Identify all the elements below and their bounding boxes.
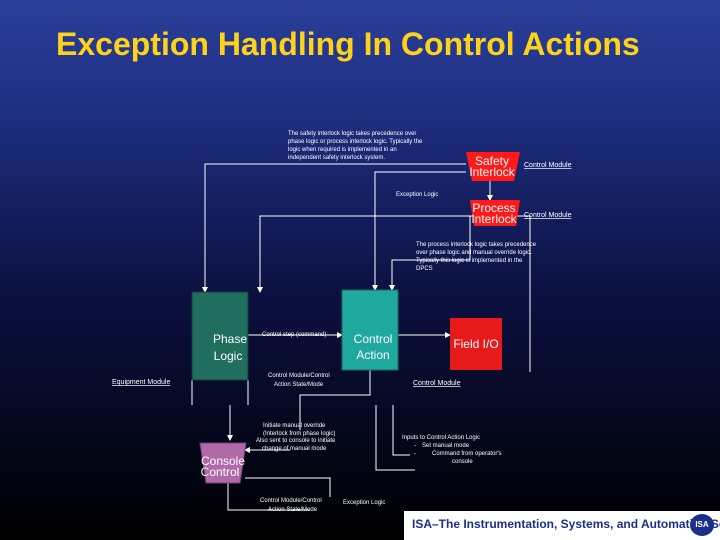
inputs-note-item-3: console: [452, 459, 473, 465]
cm-state-2-line-2: Action State/Mode: [268, 507, 318, 513]
control-step-label: Control step (command): [262, 332, 326, 338]
override-note: Initiate manual override (Interlock from…: [256, 423, 336, 452]
safety-note-line-2: phase logic or process interlock logic. …: [288, 139, 423, 145]
console-control-label-2: Control: [201, 465, 240, 479]
process-note: The process interlock logic takes preced…: [416, 242, 537, 272]
phase-logic-label-1: Phase: [213, 332, 247, 346]
inputs-note-bullet-2: -: [414, 451, 416, 457]
isa-logo: ISA: [690, 514, 714, 536]
control-action-label-2: Action: [356, 348, 389, 362]
process-interlock-label-1: Process: [472, 201, 515, 215]
inputs-note-bullet-1: -: [414, 443, 416, 449]
cm-state-1-line-1: Control Module/Control: [268, 373, 330, 379]
exception-logic-label-1: Exception Logic: [396, 192, 438, 198]
safety-interlock-label-1: Safety: [475, 154, 509, 168]
safety-note-line-3: logic when required is implemented in an: [288, 147, 397, 153]
safety-note: The safety interlock logic takes precede…: [288, 131, 423, 161]
inputs-note-item-1: Set manual mode: [422, 443, 470, 449]
process-note-line-1: The process interlock logic takes preced…: [416, 242, 537, 248]
control-action-box: Control Action: [341, 289, 399, 371]
override-note-line-3: Also sent to console to initiate: [256, 438, 336, 444]
process-note-line-4: DPCS: [416, 266, 433, 272]
control-module-label-3: Control Module: [413, 380, 461, 387]
phase-logic-label-2: Logic: [214, 349, 243, 363]
override-note-line-4: change of manual mode: [262, 446, 327, 452]
control-action-label-1: Control: [354, 332, 393, 346]
console-control-label-1: Console: [201, 454, 245, 468]
safety-interlock-box: Safety Interlock: [466, 152, 520, 181]
override-note-line-2: (Interlock from phase logic): [263, 431, 335, 437]
equipment-module-label: Equipment Module: [112, 379, 170, 386]
inputs-note-title: Inputs to Control Action Logic: [402, 435, 480, 441]
process-interlock-box: Process Interlock: [470, 200, 520, 226]
footer-banner: ISA–The Instrumentation, Systems, and Au…: [404, 511, 720, 540]
slide-title: Exception Handling In Control Actions: [56, 26, 640, 62]
override-note-line-1: Initiate manual override: [263, 423, 326, 429]
control-module-label-1: Control Module: [524, 162, 572, 169]
process-note-line-2: over phase logic and manual override log…: [416, 250, 532, 256]
connector-lines: [191, 163, 531, 511]
process-note-line-3: Typically this logic is implemented in t…: [416, 258, 523, 264]
field-io-box: Field I/O: [450, 318, 502, 370]
society-name: ISA–The Instrumentation, Systems, and Au…: [412, 517, 720, 531]
safety-note-line-4: independent safety interlock system.: [288, 155, 385, 161]
field-io-label: Field I/O: [453, 337, 498, 351]
inputs-note-item-2: Command from operator's: [432, 451, 502, 457]
exception-logic-label-2: Exception Logic: [343, 500, 385, 506]
console-control-box: Console Control: [199, 442, 247, 484]
safety-interlock-label-2: Interlock: [469, 165, 515, 179]
phase-logic-box: Phase Logic: [191, 291, 249, 381]
inputs-note: Inputs to Control Action Logic Set manua…: [402, 435, 502, 465]
safety-note-line-1: The safety interlock logic takes precede…: [288, 131, 416, 137]
cm-state-2-line-1: Control Module/Control: [260, 498, 322, 504]
cm-state-1-line-2: Action State/Mode: [274, 382, 324, 388]
control-module-label-2: Control Module: [524, 212, 572, 219]
process-interlock-label-2: Interlock: [471, 212, 517, 226]
